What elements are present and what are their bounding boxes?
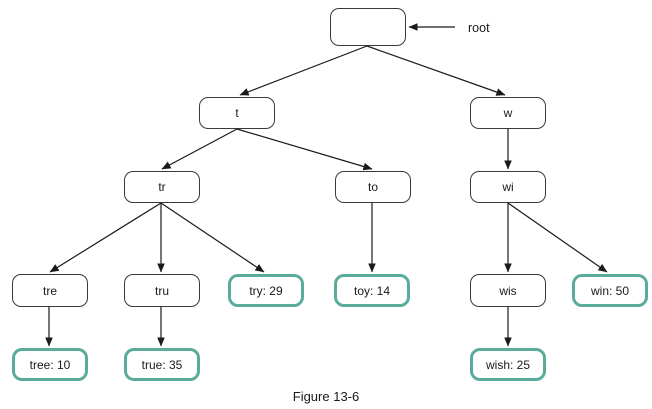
trie-node-tr[interactable]: tr (124, 171, 200, 203)
edge-tr-to-try (160, 202, 265, 273)
trie-node-label: tru (154, 283, 169, 298)
trie-node-label: tre (42, 283, 57, 298)
figure-caption: Figure 13-6 (292, 389, 360, 404)
trie-node-t[interactable]: t (199, 97, 275, 129)
trie-node-toy[interactable]: toy: 14 (334, 274, 410, 307)
trie-node-to[interactable]: to (335, 171, 411, 203)
trie-node-try[interactable]: try: 29 (228, 274, 304, 307)
trie-node-w[interactable]: w (470, 97, 546, 129)
edge-tr-to-tre (49, 202, 162, 273)
trie-node-label: wi (502, 180, 514, 194)
trie-node-label: wish: 25 (485, 357, 531, 372)
trie-node-label: t (235, 106, 239, 120)
edge-root-to-w (366, 45, 506, 96)
trie-node-true[interactable]: true: 35 (124, 348, 200, 381)
trie-node-label: to (367, 180, 378, 194)
trie-node-label: wis (499, 283, 517, 298)
trie-node-label: w (503, 106, 513, 120)
trie-node-label: try: 29 (249, 283, 283, 298)
trie-node-tre[interactable]: tre (12, 274, 88, 307)
trie-node-label: toy: 14 (353, 283, 391, 298)
trie-node-label: true: 35 (141, 357, 183, 372)
edge-root-to-t (239, 45, 368, 96)
trie-node-wis[interactable]: wis (470, 274, 546, 307)
trie-node-label: tr (158, 180, 166, 194)
trie-node-tree[interactable]: tree: 10 (12, 348, 88, 381)
edge-wi-to-win (507, 202, 608, 273)
trie-node-tru[interactable]: tru (124, 274, 200, 307)
root-annotation-label: root (468, 21, 490, 35)
trie-node-root[interactable] (330, 8, 406, 46)
trie-node-wish[interactable]: wish: 25 (470, 348, 546, 381)
edge-t-to-to (236, 128, 373, 171)
trie-node-label: tree: 10 (29, 357, 71, 372)
trie-node-label: win: 50 (590, 283, 630, 298)
edge-t-to-tr (161, 128, 238, 170)
trie-node-win[interactable]: win: 50 (572, 274, 648, 307)
trie-node-wi[interactable]: wi (470, 171, 546, 203)
